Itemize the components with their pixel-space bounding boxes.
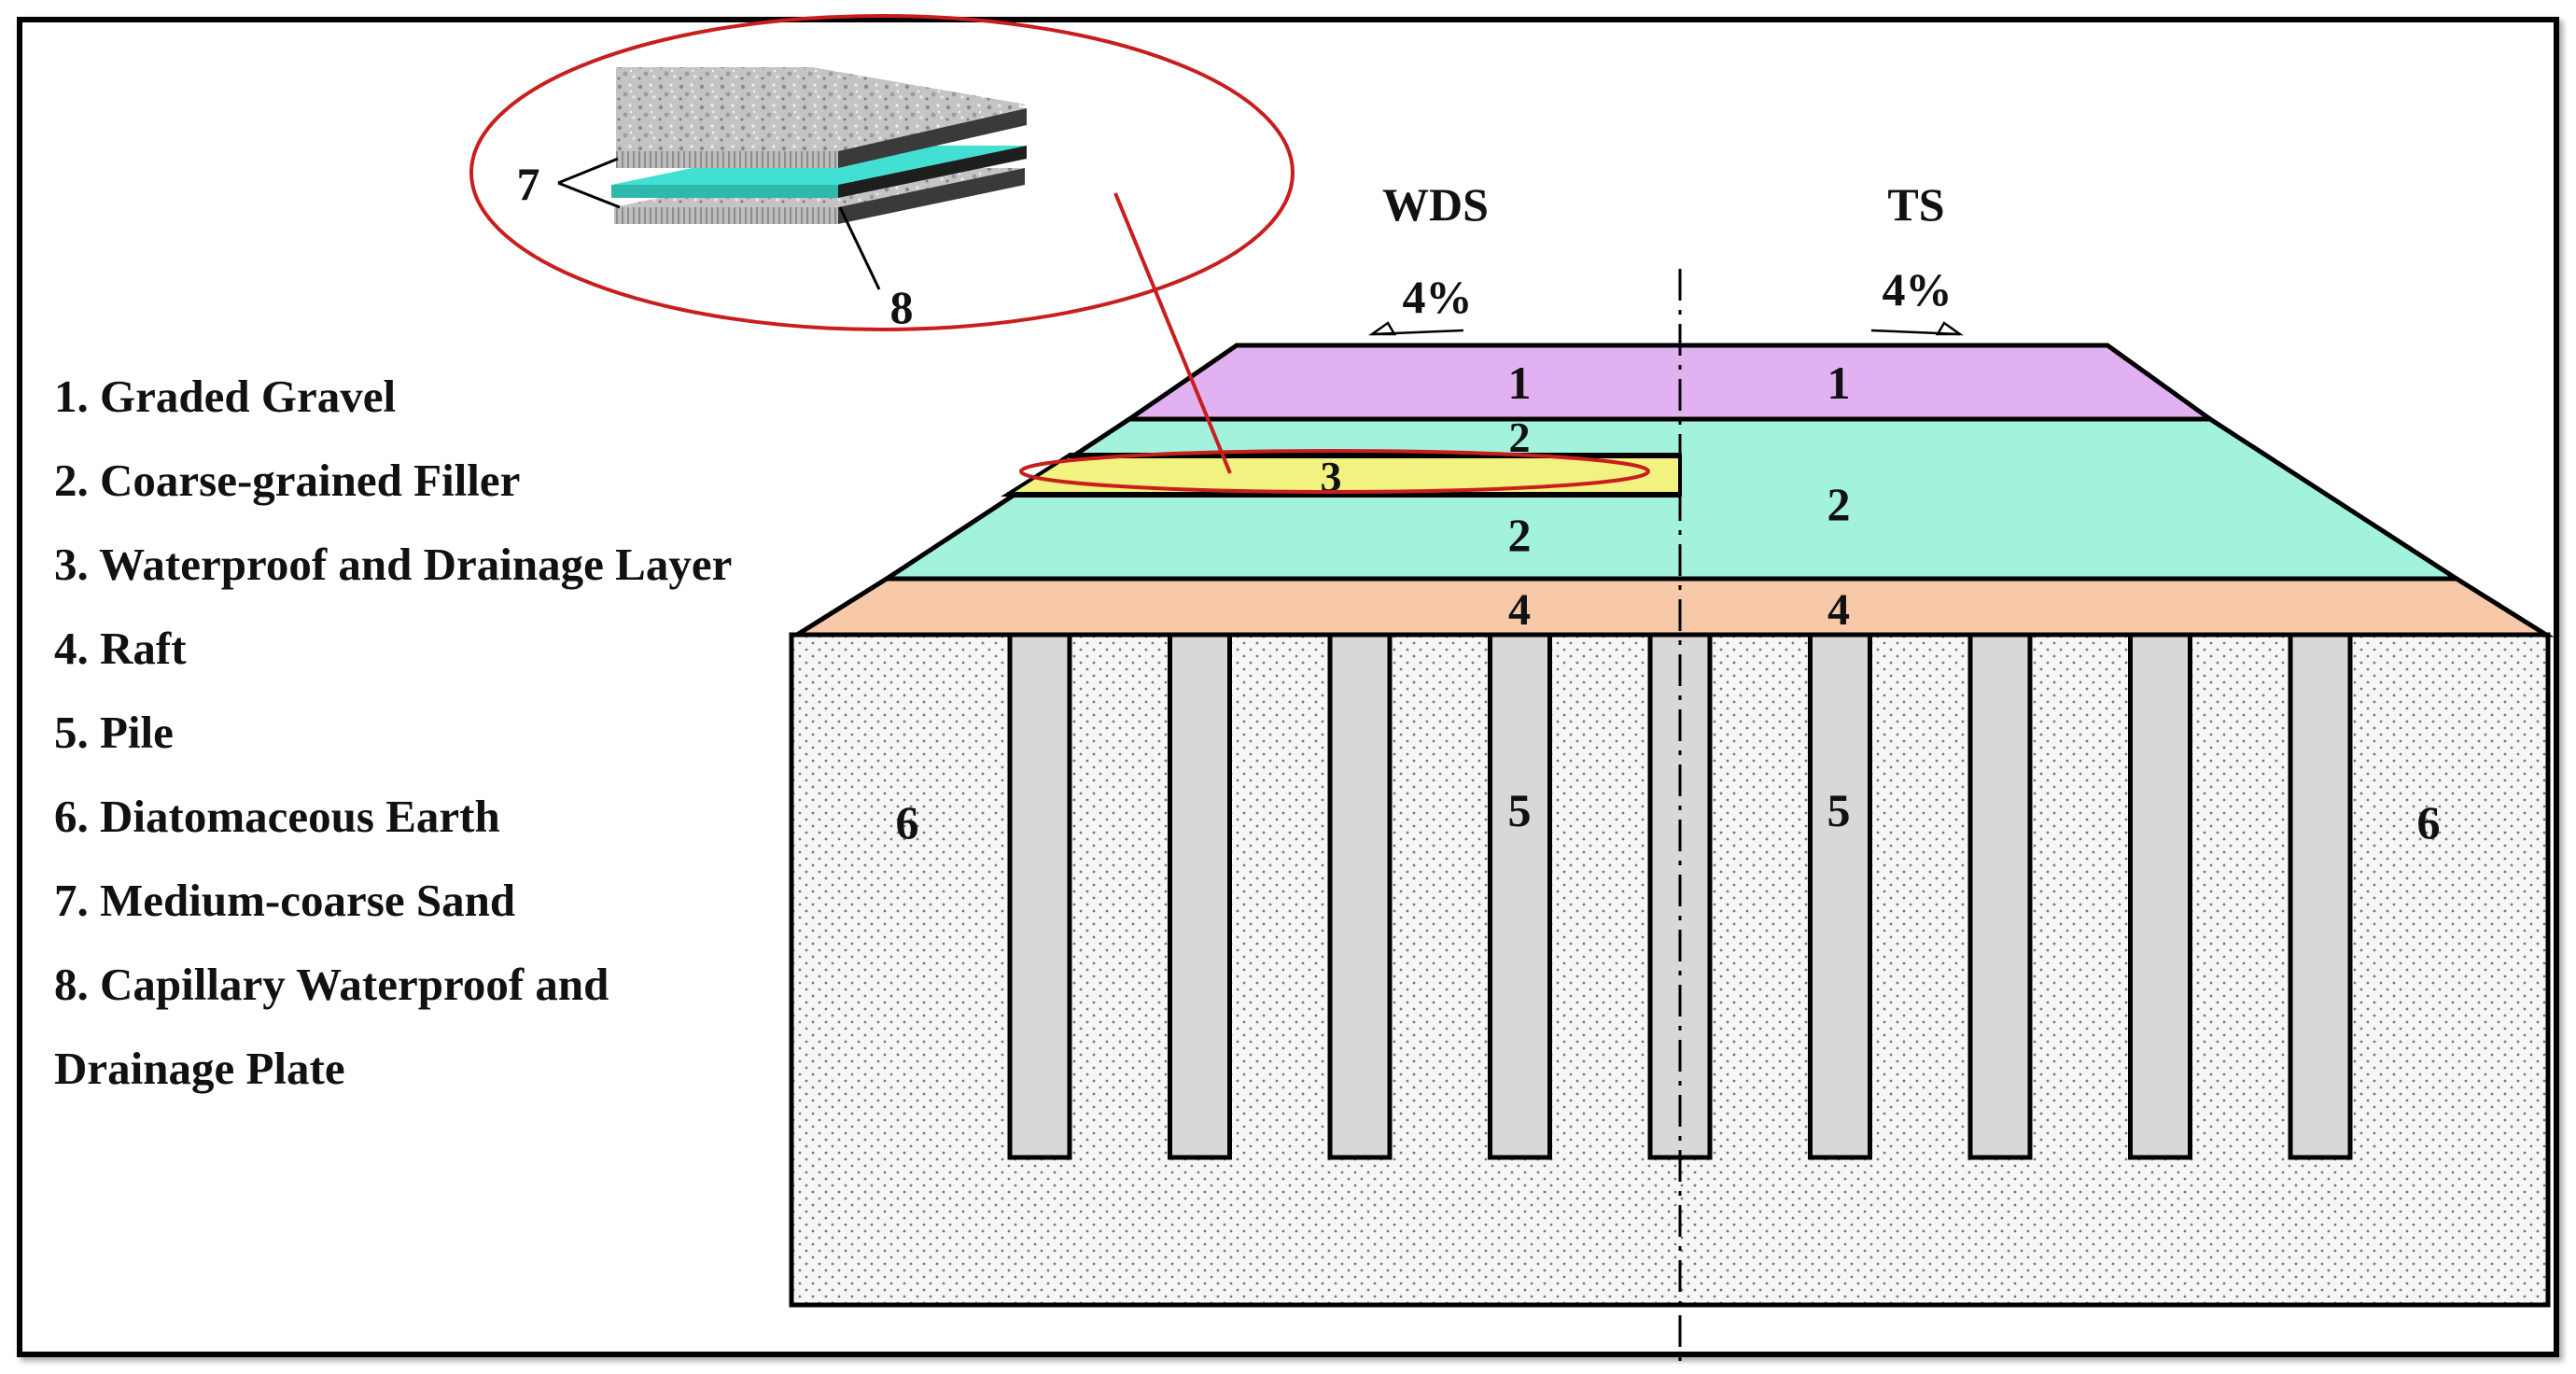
coarse-filler-layer <box>878 416 2465 582</box>
section-label-ts: TS <box>1887 178 1944 231</box>
sand-slab-top-face <box>616 71 1027 151</box>
legend-item-medium-coarse-sand: 7. Medium-coarse Sand <box>54 875 516 926</box>
leader-8 <box>838 206 881 290</box>
detail-circle <box>469 14 1295 331</box>
label-filler-upper-left: 2 <box>1509 414 1531 461</box>
label-drainage-layer: 3 <box>1321 453 1342 500</box>
label-pile-left: 5 <box>1508 784 1532 836</box>
legend: 1. Graded Gravel 2. Coarse-grained Fille… <box>54 355 894 1111</box>
legend-item-drainage-layer: 3. Waterproof and Drainage Layer <box>54 539 733 590</box>
slope-label-right: 4% <box>1883 263 1953 315</box>
legend-item-raft: 4. Raft <box>54 623 187 674</box>
graded-gravel-layer <box>1121 343 2218 422</box>
legend-item-coarse-filler: 2. Coarse-grained Filler <box>54 455 521 506</box>
pile <box>2128 632 2192 1160</box>
pile <box>2288 632 2353 1160</box>
pile-group <box>1007 632 2353 1160</box>
label-earth-left: 6 <box>896 796 919 848</box>
slope-indicator-right <box>1870 321 1964 336</box>
legend-item-capillary-plate: 8. Capillary Waterproof and <box>54 959 609 1010</box>
raft-layer <box>789 576 2555 638</box>
slope-label-left: 4% <box>1403 271 1473 323</box>
capillary-plate-side <box>838 146 1027 198</box>
label-plate: 8 <box>890 281 914 333</box>
legend-item-diatomaceous-earth: 6. Diatomaceous Earth <box>54 791 500 842</box>
leader-7-top <box>557 157 619 185</box>
label-gravel-left: 1 <box>1508 357 1532 409</box>
label-earth-right: 6 <box>2417 796 2441 848</box>
pile <box>1967 632 2033 1160</box>
label-raft-left: 4 <box>1508 585 1531 635</box>
label-filler-right: 2 <box>1827 478 1851 530</box>
label-raft-right: 4 <box>1827 585 1850 635</box>
capillary-plate-edge <box>611 185 838 198</box>
pile <box>1007 632 1072 1160</box>
legend-item-graded-gravel: 1. Graded Gravel <box>54 371 397 422</box>
detail-highlight-ellipse <box>1019 449 1650 494</box>
detail-callout: 7 8 <box>469 14 1650 494</box>
label-pile-right: 5 <box>1827 784 1851 836</box>
pile <box>1808 632 1872 1160</box>
drainage-layer <box>1001 454 1682 497</box>
sand-slab-bottom-edge <box>614 207 838 224</box>
legend-item-capillary-plate-cont: Drainage Plate <box>54 1043 345 1094</box>
callout-connector <box>1113 192 1232 474</box>
label-sand: 7 <box>517 158 540 210</box>
pile <box>1488 632 1552 1160</box>
legend-item-pile: 5. Pile <box>54 707 174 758</box>
slope-indicator-left <box>1368 321 1464 336</box>
pile <box>1168 632 1232 1160</box>
sand-slab-top-side <box>838 108 1027 168</box>
pile <box>1327 632 1393 1160</box>
section-label-wds: WDS <box>1382 178 1489 231</box>
leader-7-bottom <box>557 181 621 209</box>
label-gravel-right: 1 <box>1827 357 1851 409</box>
sand-slab-bottom-side <box>838 168 1025 224</box>
label-filler-lower-left: 2 <box>1508 509 1532 561</box>
sand-slab-top-edge <box>616 151 838 168</box>
